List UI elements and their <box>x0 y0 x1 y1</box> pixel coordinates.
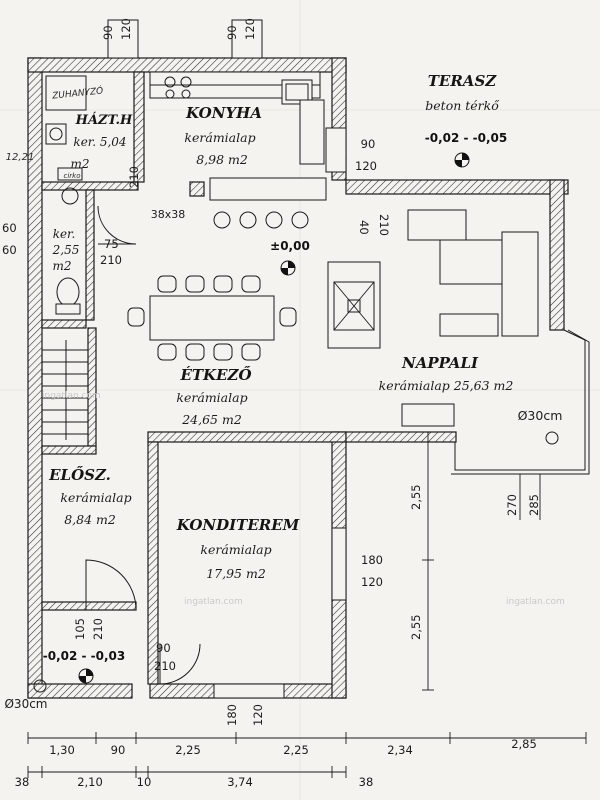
opening-top-left-a: 90 <box>101 25 115 40</box>
room-haztart-name: HÁZT.H <box>75 112 133 128</box>
staircase <box>42 340 88 440</box>
room-konditerem-area: 17,95 m2 <box>206 566 266 581</box>
opening-top-right-a: 90 <box>225 25 239 40</box>
dimension-lines <box>27 431 587 778</box>
room-etkezo-floor: kerámialap <box>176 390 247 405</box>
room-haztart-area: m2 <box>70 157 89 171</box>
dim-bottom1-0: 1,30 <box>49 743 75 757</box>
dim-vertical-1: 2,55 <box>409 484 423 510</box>
dim-bottom1-3: 2,25 <box>283 743 309 757</box>
dim-bottom1-2: 2,25 <box>175 743 201 757</box>
opening-side-left-b: 60 <box>2 243 17 257</box>
handwritten-small: cirko <box>63 172 80 180</box>
opening-living-door: 210 <box>377 214 391 236</box>
opening-bottom-window-a: 180 <box>225 704 239 726</box>
room-konditerem-name: KONDITEREM <box>176 516 300 534</box>
room-eloszoba-floor: kerámialap <box>60 490 131 505</box>
room-wc-area-unit: m2 <box>52 259 71 273</box>
pipe-right-label: Ø30cm <box>518 408 563 423</box>
pipe-left-label: Ø30cm <box>4 697 47 711</box>
dim-vertical-2: 2,55 <box>409 614 423 640</box>
dim-bottom1-1: 90 <box>111 743 126 757</box>
dim-bottom2-4: 38 <box>359 775 374 789</box>
opening-gym-window-b: 120 <box>361 575 383 589</box>
opening-top-right-b: 120 <box>243 18 257 40</box>
room-konditerem-floor: kerámialap <box>200 542 271 557</box>
opening-terrace-b: 120 <box>355 159 377 173</box>
level-entrance: -0,02 - -0,03 <box>43 649 126 663</box>
opening-door-40: 40 <box>357 220 371 235</box>
room-etkezo-area: 24,65 m2 <box>181 412 242 427</box>
room-eloszoba-area: 8,84 m2 <box>64 512 116 527</box>
room-nappali-floor: kerámialap 25,63 m2 <box>379 378 514 393</box>
opening-entry-door-b: 210 <box>91 618 105 640</box>
level-marker-main <box>280 260 296 276</box>
room-wc-floor: ker. <box>53 227 76 241</box>
watermark-3: ingatlan.com <box>506 597 565 607</box>
room-etkezo-name: ÉTKEZŐ <box>179 366 251 384</box>
room-konyha-floor: kerámialap <box>184 130 255 145</box>
room-terasz-name: TERASZ <box>428 72 498 90</box>
opening-side-left-a: 60 <box>2 221 17 235</box>
dim-bottom2-0: 38 <box>15 775 30 789</box>
room-konyha-area: 8,98 m2 <box>196 152 248 167</box>
opening-top-left-b: 120 <box>119 18 133 40</box>
dim-bottom2-1: 2,10 <box>77 775 103 789</box>
handwritten-side: 12,21 <box>6 152 35 163</box>
opening-terrace-a: 90 <box>361 137 376 151</box>
opening-wc-door-a: 75 <box>104 237 119 251</box>
dim-bottom1-4: 2,34 <box>387 743 413 757</box>
dim-bottom1-5: 2,85 <box>511 737 537 751</box>
room-terasz-floor: beton térkő <box>425 98 500 113</box>
room-nappali-name: NAPPALI <box>401 354 479 372</box>
column-size: 38x38 <box>151 208 186 221</box>
opening-gym-door-b: 210 <box>154 659 176 673</box>
opening-right-win-a: 270 <box>505 494 519 516</box>
level-marker-terrace <box>454 152 470 168</box>
furniture <box>33 19 559 699</box>
room-eloszoba-name: ELŐSZ. <box>48 466 111 484</box>
room-konyha-name: KONYHA <box>185 104 262 122</box>
opening-right-win-b: 285 <box>527 494 541 516</box>
room-haztart-floor: ker. 5,04 <box>73 135 126 149</box>
watermark-1: ingatlan.com <box>42 391 101 401</box>
opening-gym-door-a: 90 <box>156 641 171 655</box>
opening-bottom-window-b: 120 <box>251 704 265 726</box>
level-main: ±0,00 <box>270 239 310 253</box>
opening-kitchen-door: 210 <box>127 166 141 188</box>
dim-bottom2-3: 3,74 <box>227 775 253 789</box>
room-wc-area-num: 2,55 <box>52 243 80 257</box>
level-marker-entrance <box>78 668 94 684</box>
opening-entry-door-a: 105 <box>73 618 87 640</box>
level-terrace: -0,02 - -0,05 <box>425 131 508 145</box>
opening-gym-window-a: 180 <box>361 553 383 567</box>
watermark-2: ingatlan.com <box>184 597 243 607</box>
dim-bottom2-2: 10 <box>137 775 152 789</box>
opening-wc-door-b: 210 <box>100 253 122 267</box>
